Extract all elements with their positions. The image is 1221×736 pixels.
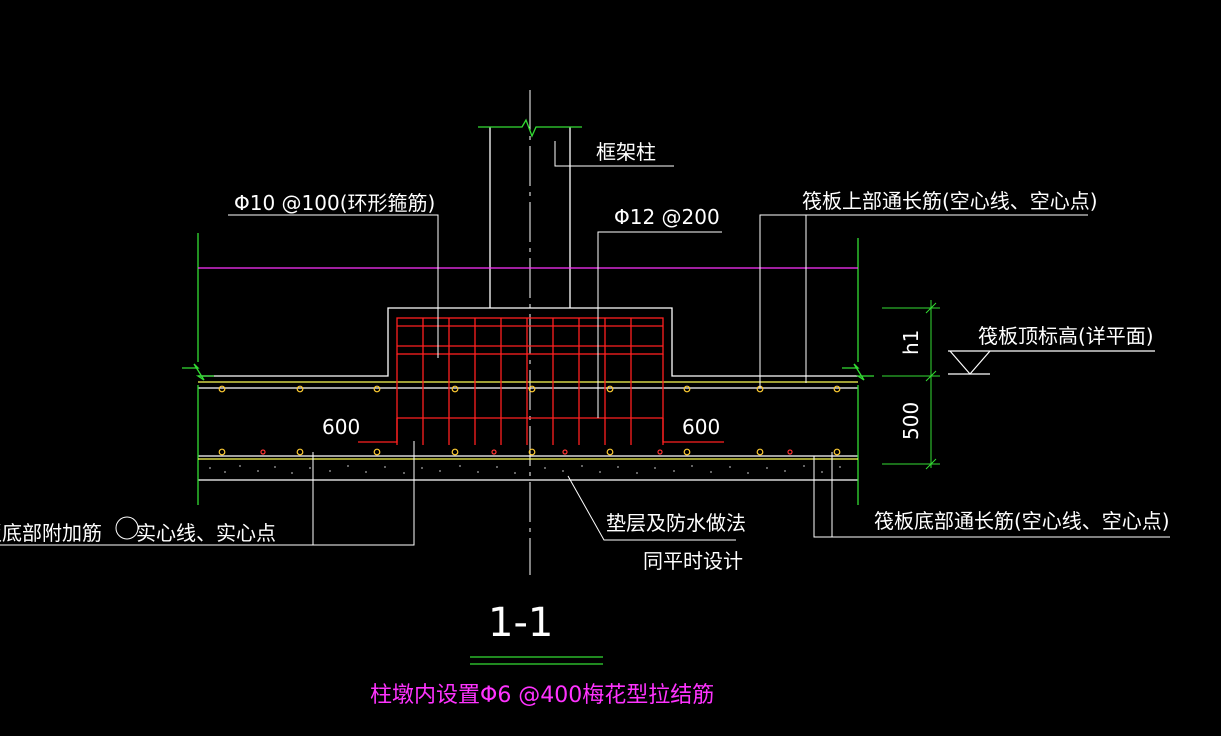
top-rebar-label: 筏板上部通长筋(空心线、空心点) (802, 189, 1098, 213)
pier-reinforcement (358, 317, 724, 445)
break-lines (182, 233, 874, 505)
top-through-rebar (198, 381, 858, 460)
section-title: 1-1 (488, 600, 553, 646)
bottom-rebar-label: 筏板底部通长筋(空心线、空心点) (874, 509, 1170, 533)
elevation-symbol (948, 350, 1155, 375)
solid-note-label: 实心线、实心点 (136, 521, 276, 545)
raft-outline (198, 307, 858, 481)
column-label: 框架柱 (596, 140, 656, 164)
dimension-lines (882, 300, 940, 470)
note-symbol-icon (115, 516, 139, 540)
column-break-line (478, 118, 582, 138)
bottom-extra-rebar-label: 板底部附加筋 (0, 521, 102, 545)
dim-left-label: 600 (322, 415, 360, 439)
cushion-label-2: 同平时设计 (643, 549, 743, 573)
rebar-dots (218, 385, 841, 456)
h1-label: h1 (899, 330, 923, 355)
rebar-spacing-label: Φ12 @200 (614, 205, 720, 229)
cushion-hatch (209, 465, 841, 474)
stirrup-label: Φ10 @100(环形箍筋) (234, 191, 435, 215)
frame-column (489, 90, 571, 575)
top-elevation-label: 筏板顶标高(详平面) (978, 324, 1154, 348)
cushion-label-1: 垫层及防水做法 (606, 511, 746, 535)
title-underline (470, 656, 603, 665)
dim-right-label: 600 (682, 415, 720, 439)
pier-note: 柱墩内设置Φ6 @400梅花型拉结筋 (370, 683, 714, 708)
thickness-label: 500 (899, 402, 923, 440)
leader-lines (0, 141, 1170, 546)
